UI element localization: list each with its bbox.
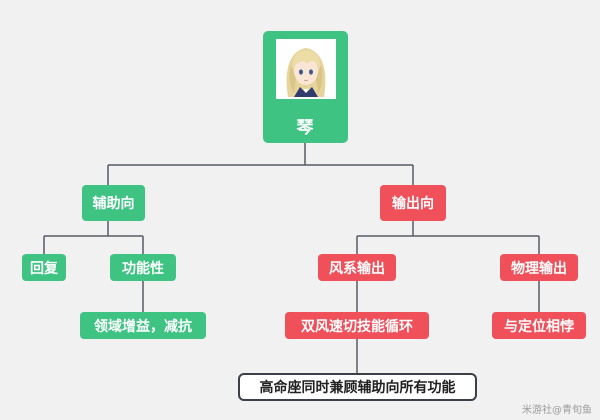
node-heal-label: 回复 xyxy=(30,260,58,277)
node-heal: 回复 xyxy=(22,254,66,281)
node-physical-label: 物理输出 xyxy=(511,260,567,277)
node-support-label: 辅助向 xyxy=(92,196,135,212)
node-utility-label: 功能性 xyxy=(122,260,164,277)
node-physical: 物理输出 xyxy=(500,254,578,281)
character-portrait xyxy=(275,39,336,99)
node-utility: 功能性 xyxy=(110,254,176,281)
connector-output xyxy=(356,221,540,254)
node-anemo-detail-label: 双风速切技能循环 xyxy=(301,318,413,335)
connector-support xyxy=(43,221,144,254)
node-utility-detail: 领域增益，减抗 xyxy=(80,312,206,339)
node-anemo-detail: 双风速切技能循环 xyxy=(285,312,429,339)
node-anemo-label: 风系输出 xyxy=(329,260,385,277)
node-output: 输出向 xyxy=(380,185,446,221)
root-label: 琴 xyxy=(296,118,315,138)
node-physical-detail: 与定位相悖 xyxy=(492,312,586,339)
constellation-note-label: 高命座同时兼顾辅助向所有功能 xyxy=(259,380,456,396)
node-utility-detail-label: 领域增益，减抗 xyxy=(94,318,192,335)
node-physical-detail-label: 与定位相悖 xyxy=(504,318,574,335)
node-anemo: 风系输出 xyxy=(318,254,396,281)
root-node: 琴 xyxy=(263,31,348,143)
watermark: 米游社@青旬鱼 xyxy=(522,405,592,416)
node-support: 辅助向 xyxy=(82,185,145,221)
connector-root xyxy=(107,143,414,185)
node-output-label: 输出向 xyxy=(392,196,434,212)
constellation-note: 高命座同时兼顾辅助向所有功能 xyxy=(238,373,477,401)
